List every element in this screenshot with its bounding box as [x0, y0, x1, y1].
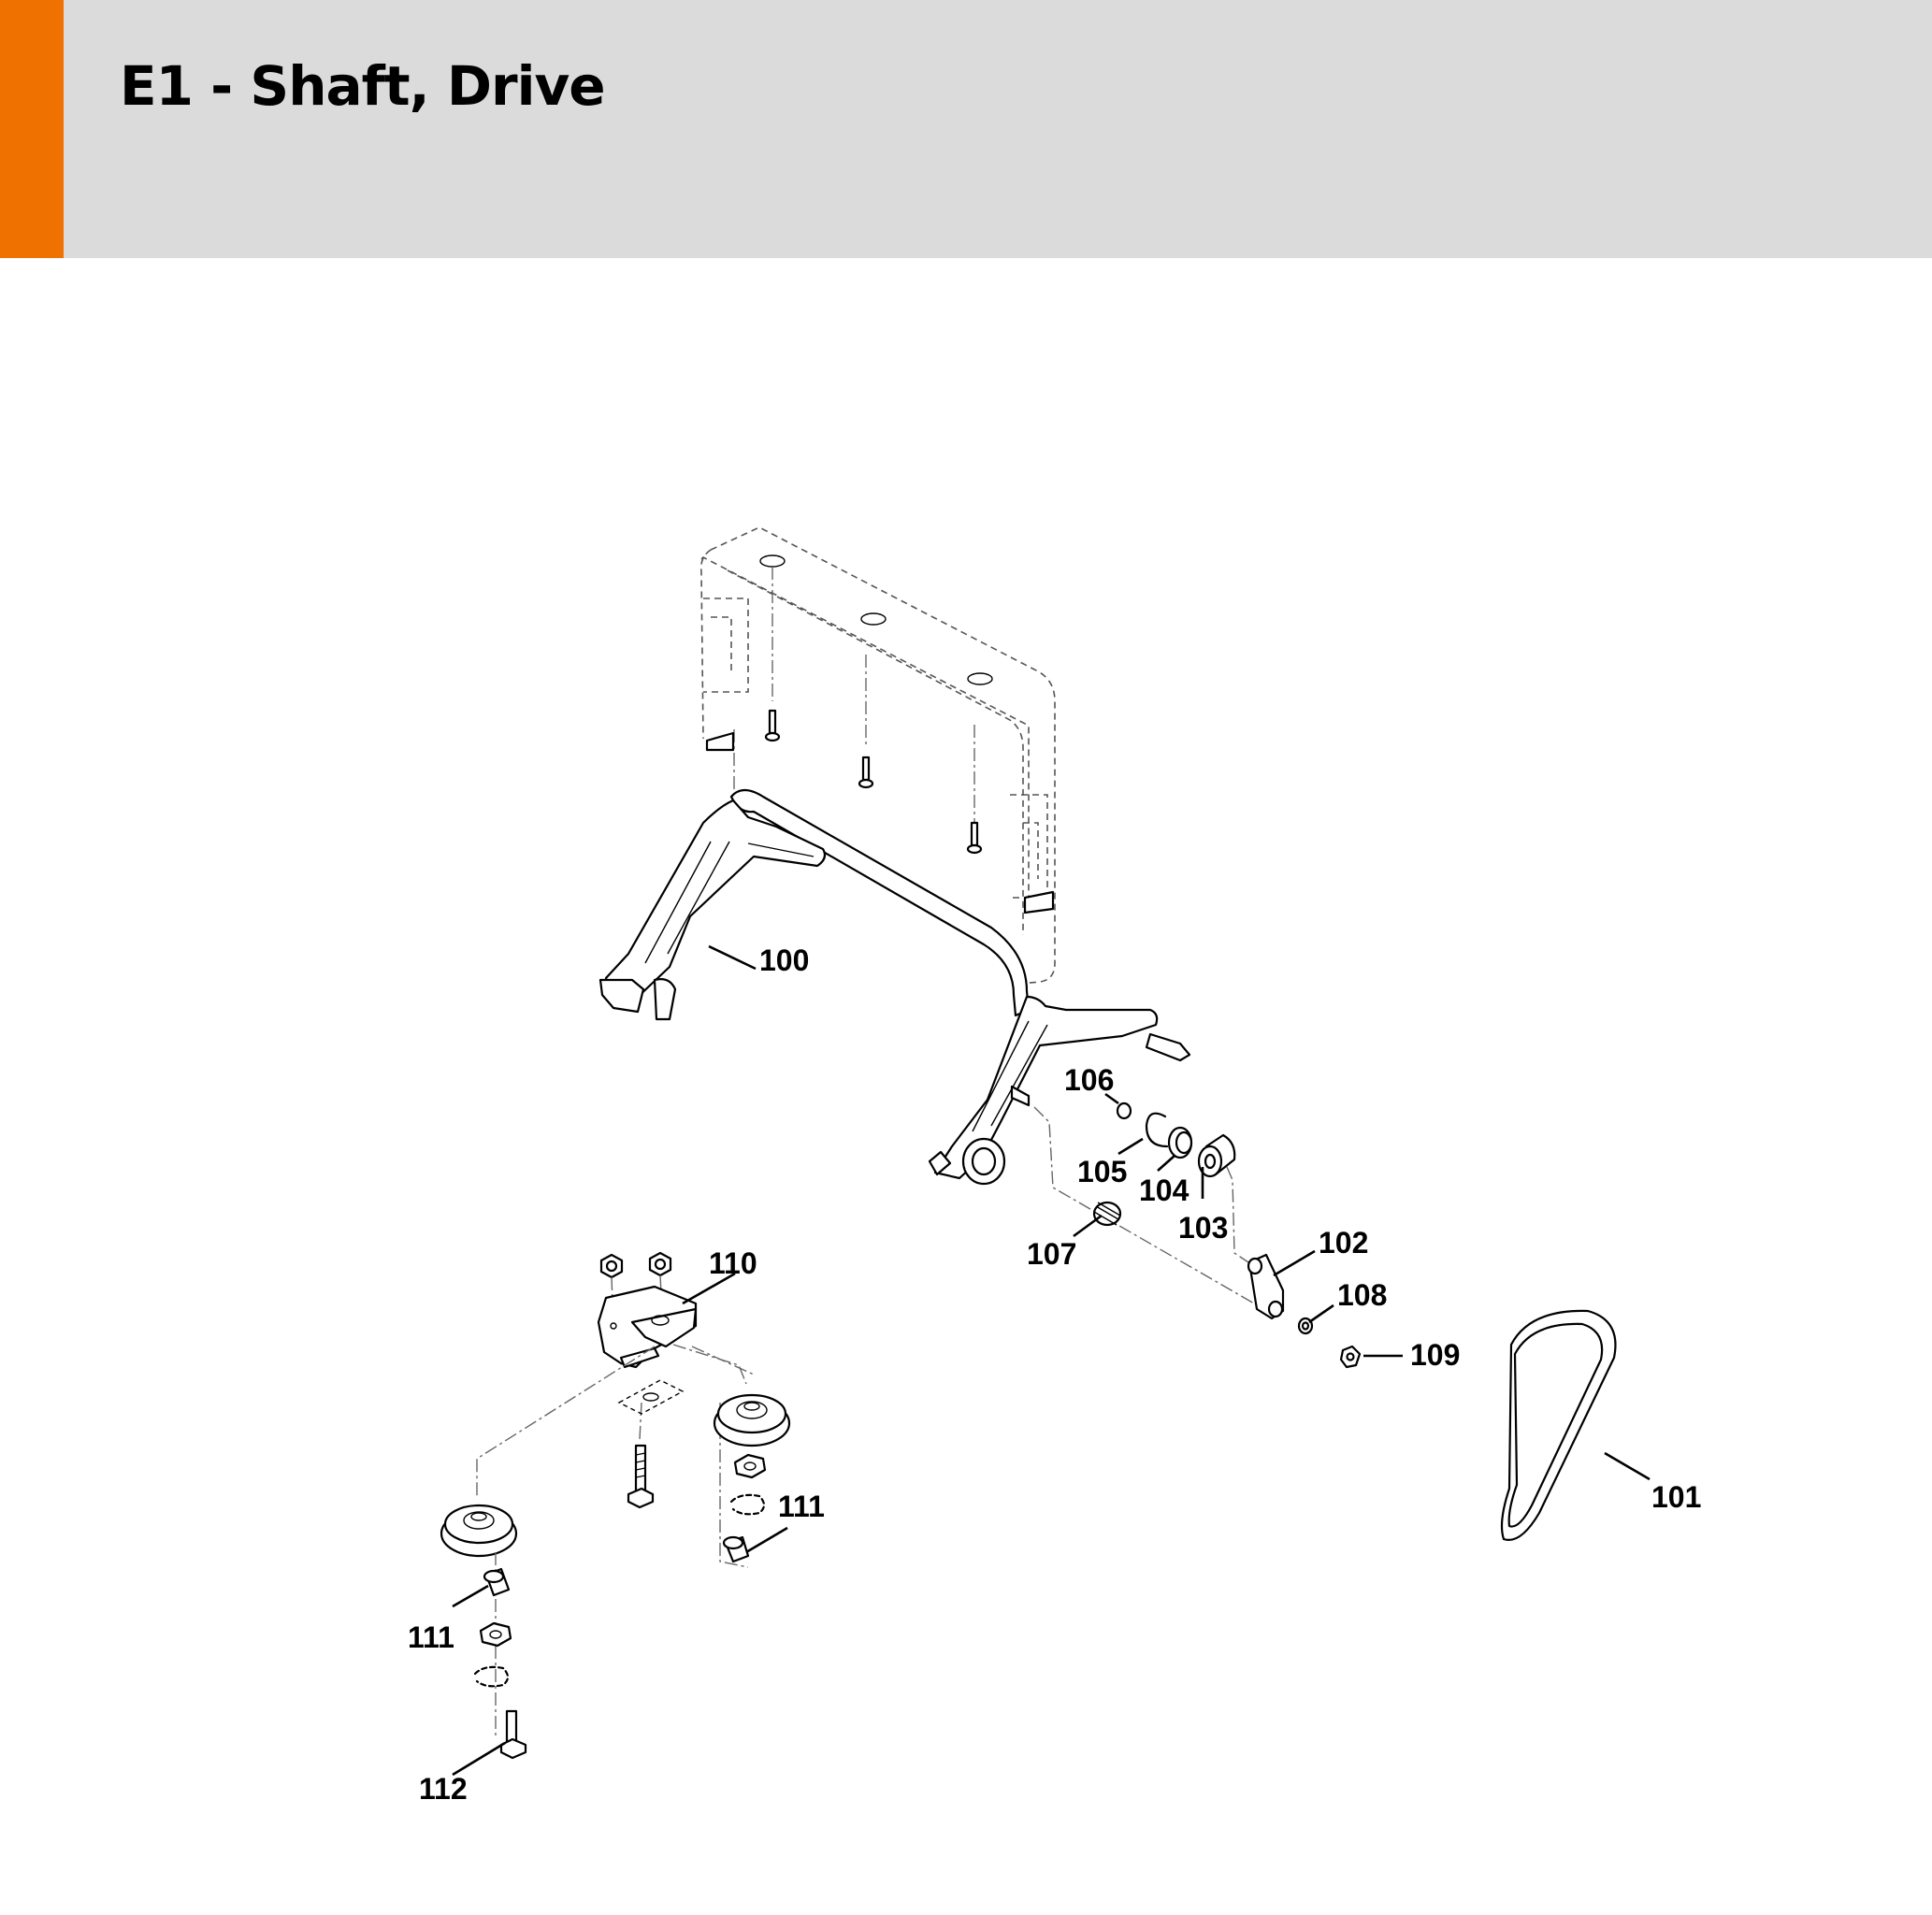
leader-lines — [452, 944, 1651, 1777]
callout-112: 112 — [419, 1772, 468, 1806]
callout-108: 108 — [1337, 1278, 1387, 1312]
part-105-circlip — [1145, 1112, 1169, 1148]
callout-104: 104 — [1139, 1173, 1189, 1207]
part-112-screw — [499, 1709, 527, 1760]
part-104-bearing — [1167, 1126, 1193, 1159]
callout-110: 110 — [709, 1246, 757, 1280]
header-accent-stripe — [0, 0, 64, 258]
part-107-spring — [1092, 1201, 1122, 1227]
callout-103: 103 — [1178, 1211, 1228, 1245]
callout-labels: 100 101 102 103 104 105 106 107 108 109 … — [408, 943, 1701, 1806]
part-109-nut — [1339, 1345, 1362, 1369]
reference-frame-outline — [699, 526, 1056, 985]
callout-101: 101 — [1651, 1480, 1701, 1514]
callout-111-right: 111 — [778, 1490, 825, 1523]
part-102-lever — [1247, 1253, 1285, 1320]
part-101-v-belt — [1500, 1309, 1617, 1541]
assembly-axis-line-2 — [1226, 1166, 1252, 1265]
part-106-ring — [1116, 1101, 1132, 1120]
callout-107: 107 — [1027, 1237, 1076, 1271]
bracket-assembly-lines — [476, 1344, 755, 1568]
assembly-axis-line — [1033, 1106, 1262, 1308]
part-100-drive-shaft-assembly — [598, 788, 1191, 1186]
callout-100: 100 — [759, 943, 809, 977]
page-title: E1 - Shaft, Drive — [120, 54, 606, 118]
callout-106: 106 — [1064, 1063, 1114, 1097]
callout-105: 105 — [1077, 1155, 1127, 1188]
header-bar — [0, 0, 1932, 258]
callout-111-left: 111 — [408, 1620, 454, 1654]
pulley-left — [440, 1504, 518, 1739]
frame-screws — [764, 709, 983, 855]
bracket-plate — [617, 1379, 685, 1415]
part-108-washer — [1297, 1317, 1314, 1335]
callout-109: 109 — [1410, 1338, 1460, 1372]
bracket-bolt — [627, 1444, 655, 1509]
pulley-right — [713, 1393, 791, 1563]
part-110-bracket — [597, 1251, 698, 1369]
callout-102: 102 — [1319, 1226, 1368, 1260]
part-103-roller — [1197, 1133, 1236, 1178]
